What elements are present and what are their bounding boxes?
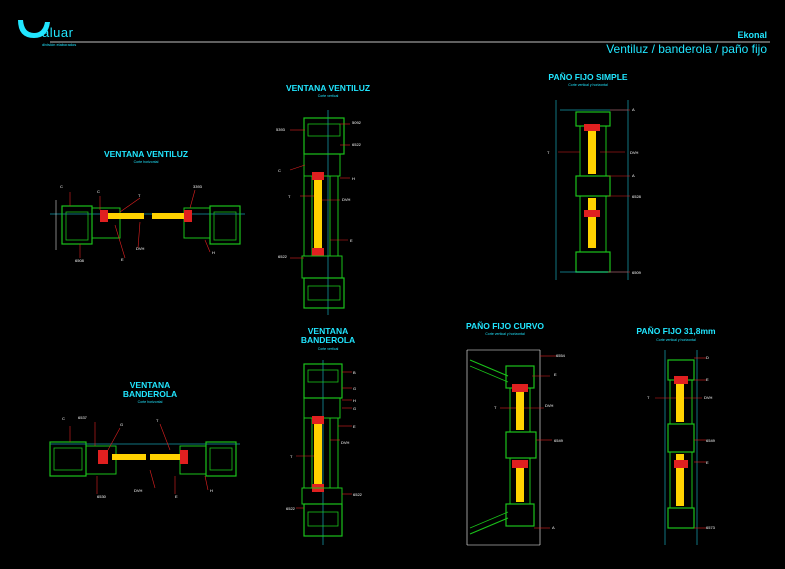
sheet-title: Ventiluz / banderola / paño fijo [606, 42, 767, 56]
part-label: 6530 [97, 494, 106, 499]
title-banderola-horizontal-2: BANDEROLA [122, 389, 178, 399]
detail-ventiluz-vertical [289, 110, 350, 315]
part-label: D [706, 355, 709, 360]
part-label: DVH [134, 488, 143, 493]
part-label: A [632, 173, 635, 178]
part-label: 6522 [353, 492, 362, 497]
title-ventiluz-vertical: VENTANA VENTILUZ [285, 83, 371, 93]
subtitle-fijo-31: Corte vertical y horizontal [656, 338, 696, 342]
title-ventiluz-horizontal: VENTANA VENTILUZ [103, 149, 189, 159]
part-label: T [138, 193, 141, 198]
part-label: H [210, 488, 213, 493]
detail-fijo-curvo [466, 349, 556, 546]
part-label: B [353, 370, 356, 375]
part-label: 6554 [556, 353, 565, 358]
part-label: E [175, 494, 178, 499]
part-label: C [97, 189, 100, 194]
subtitle-banderola-horizontal: Corte horizontal [137, 400, 163, 404]
part-label: C [60, 184, 63, 189]
part-label: 6537 [78, 415, 87, 420]
part-label: T [290, 454, 293, 459]
part-label: C [62, 416, 65, 421]
part-label: 6509 [632, 270, 641, 275]
logo-mark-icon [18, 20, 50, 38]
part-label: DVH [136, 246, 145, 251]
part-label: 6573 [706, 525, 715, 530]
part-label: 5092 [352, 120, 361, 125]
title-banderola-vertical-1: VENTANA [307, 326, 349, 336]
part-label: DVH [342, 197, 351, 202]
title-fijo-simple: PAÑO FIJO SIMPLE [548, 72, 628, 82]
part-label: E [554, 372, 557, 377]
part-label: T [156, 418, 159, 423]
detail-fijo-31 [655, 350, 706, 545]
subtitle-fijo-curvo: Corte vertical y horizontal [485, 332, 525, 336]
part-label: H [352, 176, 355, 181]
part-label: 6508 [75, 258, 84, 263]
part-label: E [353, 424, 356, 429]
detail-fijo-simple [555, 100, 630, 280]
subtitle-banderola-vertical: Corte vertical [317, 347, 339, 351]
part-label: E [350, 238, 353, 243]
brand-name: aluar [42, 25, 74, 40]
product-line: Ekonal [737, 30, 767, 40]
part-label: A [632, 107, 635, 112]
part-label: G [353, 406, 357, 411]
part-label: DVH [545, 403, 554, 408]
part-label: 6528 [632, 194, 641, 199]
part-label: DVH [630, 150, 639, 155]
part-label: E [706, 460, 709, 465]
part-label: E [121, 257, 124, 262]
detail-banderola-horizontal [49, 422, 240, 494]
part-label: 6549 [554, 438, 563, 443]
title-fijo-curvo: PAÑO FIJO CURVO [465, 321, 545, 331]
part-label: H [353, 398, 356, 403]
title-banderola-horizontal-1: VENTANA [129, 380, 171, 390]
subtitle-fijo-simple: Corte vertical y horizontal [568, 83, 608, 87]
detail-ventiluz-horizontal [50, 189, 245, 259]
part-label: G [353, 386, 357, 391]
part-label: G [120, 422, 124, 427]
part-label: 6522 [352, 142, 361, 147]
part-label: T [647, 395, 650, 400]
part-label: DVH [704, 395, 713, 400]
subtitle-ventiluz-vertical: Corte vertical [317, 94, 339, 98]
part-label: A [552, 525, 555, 530]
part-label: DVH [341, 440, 350, 445]
part-label: E [706, 377, 709, 382]
title-banderola-vertical-2: BANDEROLA [300, 335, 356, 345]
part-label: 6522 [278, 254, 287, 259]
logo [14, 18, 54, 42]
part-label: T [494, 405, 497, 410]
detail-banderola-vertical [296, 360, 352, 545]
title-fijo-31: PAÑO FIJO 31,8mm [636, 326, 716, 336]
part-label: H [212, 250, 215, 255]
part-label: 6549 [706, 438, 715, 443]
part-label: T [288, 194, 291, 199]
part-label: 5393 [276, 127, 285, 132]
part-label: 6522 [286, 506, 295, 511]
part-label: 3393 [193, 184, 202, 189]
brand-subtitle: división elaborados [42, 42, 77, 47]
part-label: C [278, 168, 281, 173]
part-label: T [547, 150, 550, 155]
subtitle-ventiluz-horizontal: Corte horizontal [133, 160, 159, 164]
